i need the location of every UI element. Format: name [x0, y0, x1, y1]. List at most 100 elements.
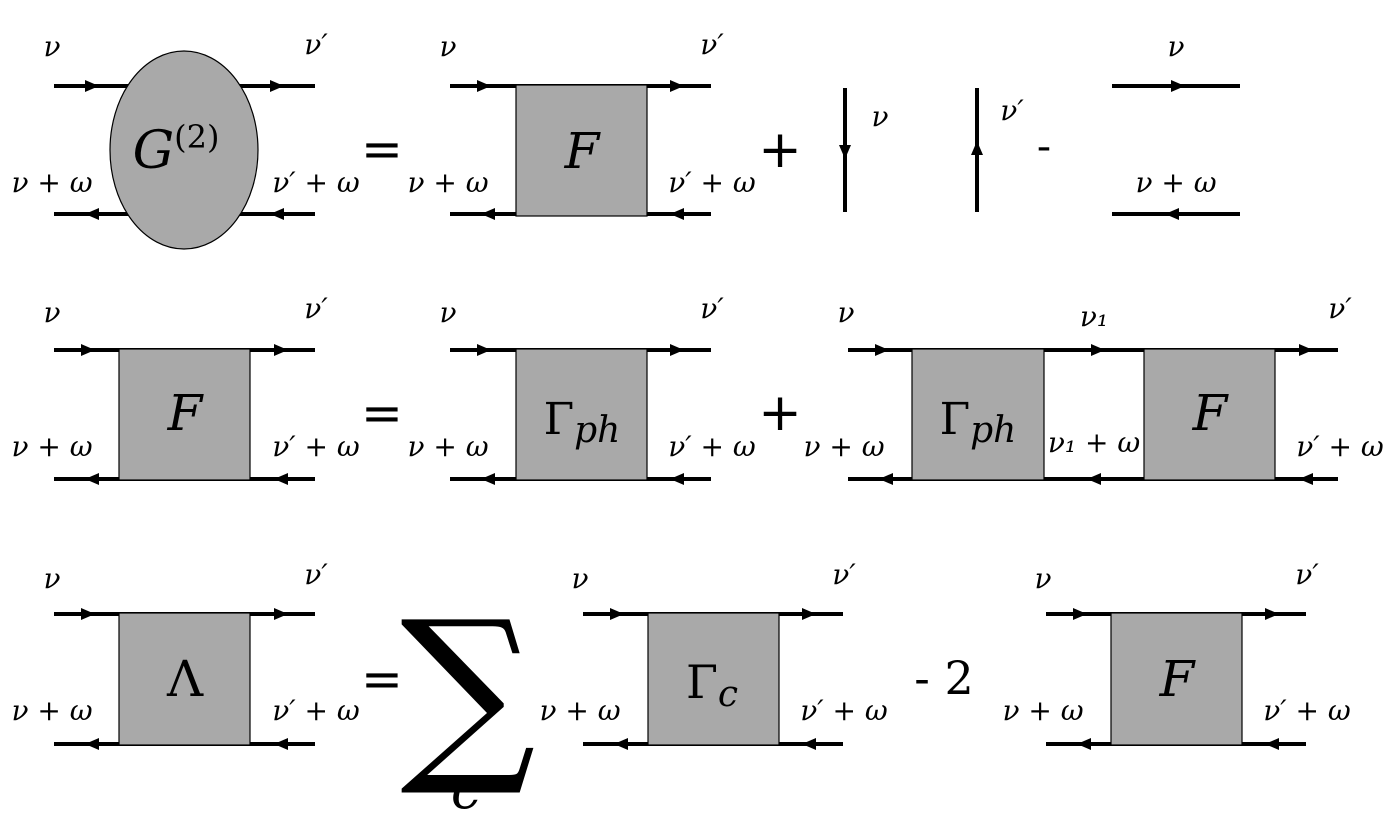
arrow-right-icon: [1171, 80, 1185, 92]
gamma-ph-f-ladder-diagram: Γph F ν ν₁ ν′ ν + ω ν₁ + ω ν′ + ω: [803, 292, 1384, 485]
arrow-left-icon: [1165, 208, 1179, 220]
label-nu: ν: [439, 30, 456, 63]
bubble-diagram: ν ν + ω: [1112, 30, 1240, 220]
label-nu: ν: [837, 296, 854, 329]
arrow-left-icon: [1265, 738, 1279, 750]
row-1-equation: G(2) ν ν′ ν + ω ν′ + ω = F ν ν′ ν + ω ν′…: [11, 28, 1240, 250]
arrow-right-icon: [274, 608, 288, 620]
label-nu-prime-plus-omega: ν′ + ω: [1296, 430, 1384, 463]
f-symbol: F: [1159, 650, 1197, 708]
label-nu: ν: [43, 30, 60, 63]
label-nu: ν: [43, 296, 60, 329]
equals-sign: =: [361, 650, 403, 708]
arrow-left-icon: [85, 208, 99, 220]
label-nu: ν: [1034, 562, 1051, 595]
equals-sign: =: [361, 384, 403, 442]
arrow-right-icon: [477, 80, 491, 92]
label-nu-prime: ν′: [700, 292, 724, 325]
label-nu-prime: ν′: [1295, 558, 1319, 591]
label-nu-prime-plus-omega: ν′ + ω: [272, 166, 360, 199]
arrow-right-icon: [81, 608, 95, 620]
arrow-down-icon: [839, 145, 851, 159]
label-nu-plus-omega: ν + ω: [11, 430, 92, 463]
arrow-right-icon: [85, 80, 99, 92]
row-3-equation: Λ ν ν′ ν + ω ν′ + ω = ∑ c Γc ν ν′ ν + ω …: [11, 558, 1350, 820]
label-nu-plus-omega: ν + ω: [11, 166, 92, 199]
arrow-left-icon: [670, 473, 684, 485]
arrow-right-icon: [670, 80, 684, 92]
arrow-left-icon: [1299, 473, 1313, 485]
label-nu-prime: ν′: [304, 292, 328, 325]
arrow-right-icon: [477, 344, 491, 356]
arrow-right-icon: [1299, 344, 1313, 356]
f-diagram-rhs: F ν ν′ ν + ω ν′ + ω: [1002, 558, 1351, 750]
label-nu-plus-omega: ν + ω: [1135, 166, 1216, 199]
gamma-c-diagram: Γc ν ν′ ν + ω ν′ + ω: [539, 558, 888, 750]
label-nu: ν: [439, 296, 456, 329]
arrow-right-icon: [1265, 608, 1279, 620]
label-nu-prime: ν′: [832, 558, 856, 591]
arrow-right-icon: [1073, 608, 1087, 620]
disconnected-diagram: ν ν′: [839, 88, 1024, 212]
f-diagram: F ν ν′ ν + ω ν′ + ω: [407, 28, 756, 220]
label-nu: ν: [871, 100, 888, 133]
f-vertex: [1110, 612, 1243, 746]
g2-diagram: G(2) ν ν′ ν + ω ν′ + ω: [11, 28, 360, 250]
label-nu: ν: [571, 562, 588, 595]
arrow-right-icon: [875, 344, 889, 356]
g2-vertex: [109, 50, 259, 250]
label-nu-prime: ν′: [1000, 94, 1024, 127]
arrow-right-icon: [1091, 344, 1105, 356]
label-nu-prime-plus-omega: ν′ + ω: [800, 694, 888, 727]
sigma-symbol: ∑: [400, 580, 536, 801]
arrow-right-icon: [274, 344, 288, 356]
arrow-right-icon: [802, 608, 816, 620]
minus-two: - 2: [914, 651, 973, 705]
arrow-right-icon: [670, 344, 684, 356]
gamma-ph-symbol: Γph: [940, 394, 1017, 451]
f-diagram-lhs: F ν ν′ ν + ω ν′ + ω: [11, 292, 360, 485]
label-nu: ν: [43, 562, 60, 595]
g2-symbol: G(2): [133, 118, 220, 181]
arrow-right-icon: [610, 608, 624, 620]
f-vertex: [1143, 348, 1276, 481]
gamma-c-vertex: [647, 612, 780, 746]
label-nu-plus-omega: ν + ω: [539, 694, 620, 727]
lambda-symbol: Λ: [166, 650, 204, 708]
label-nu-plus-omega: ν + ω: [803, 430, 884, 463]
label-nu-prime: ν′: [304, 558, 328, 591]
gamma-c-symbol: Γc: [686, 655, 738, 715]
arrow-right-icon: [81, 344, 95, 356]
arrow-left-icon: [614, 738, 628, 750]
sum-index: c: [451, 758, 481, 820]
f-symbol: F: [167, 384, 205, 442]
label-nu-prime-plus-omega: ν′ + ω: [1263, 694, 1351, 727]
lambda-vertex: [118, 612, 251, 746]
arrow-left-icon: [274, 473, 288, 485]
gamma-ph-diagram: Γph ν ν′ ν + ω ν′ + ω: [407, 292, 756, 485]
arrow-left-icon: [270, 208, 284, 220]
equals-sign: =: [361, 120, 403, 178]
label-nu: ν: [1167, 30, 1184, 63]
arrow-left-icon: [85, 473, 99, 485]
arrow-left-icon: [802, 738, 816, 750]
label-nu-plus-omega: ν + ω: [407, 430, 488, 463]
label-nu-prime-plus-omega: ν′ + ω: [272, 430, 360, 463]
label-nu-prime-plus-omega: ν′ + ω: [668, 166, 756, 199]
arrow-left-icon: [85, 738, 99, 750]
label-nu-prime: ν′: [700, 28, 724, 61]
gamma-ph-symbol: Γph: [544, 394, 621, 451]
plus-sign: +: [758, 120, 802, 180]
label-nu-prime-plus-omega: ν′ + ω: [668, 430, 756, 463]
f-vertex: [515, 84, 648, 217]
arrow-left-icon: [481, 473, 495, 485]
gamma-ph-vertex: [911, 348, 1045, 481]
plus-sign: +: [758, 383, 802, 443]
label-nu-plus-omega: ν + ω: [11, 694, 92, 727]
arrow-up-icon: [971, 141, 983, 155]
arrow-left-icon: [1087, 473, 1101, 485]
lambda-diagram: Λ ν ν′ ν + ω ν′ + ω: [11, 558, 360, 750]
gamma-ph-vertex: [515, 348, 648, 481]
sum-over-channels: ∑ c: [400, 580, 536, 820]
arrow-left-icon: [879, 473, 893, 485]
